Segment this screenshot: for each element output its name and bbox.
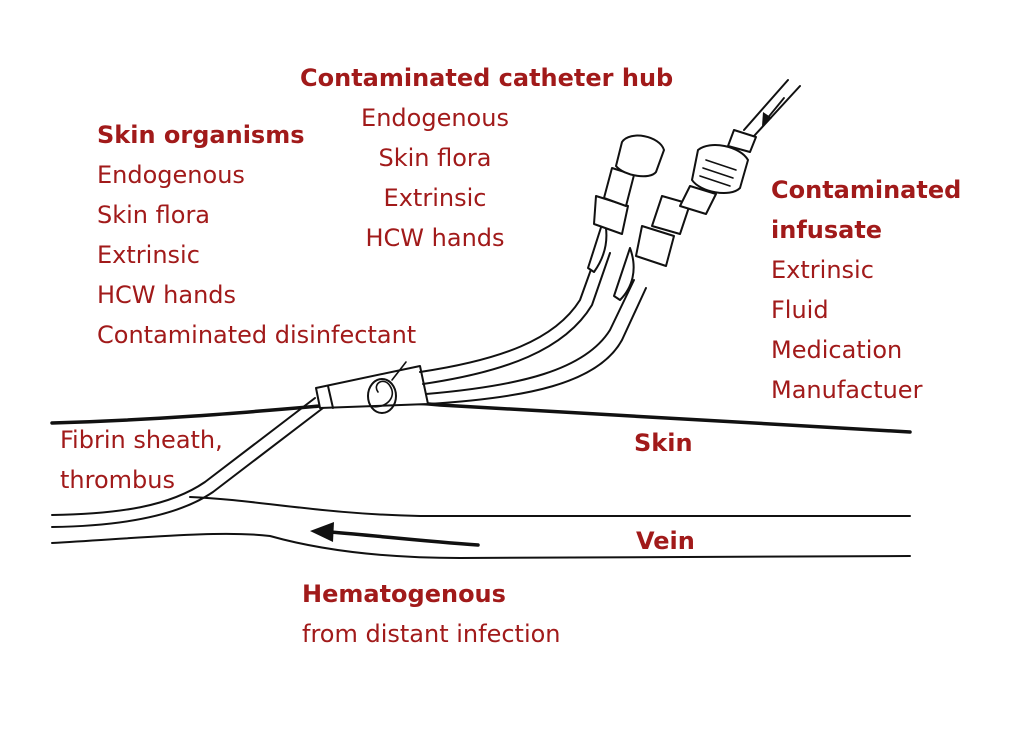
skin-organisms-line-5: Contaminated disinfectant [97,321,417,349]
vein-upper-wall [189,496,911,517]
intravascular-catheter-bottom [51,407,324,528]
suture-loop [367,378,397,414]
label-contaminated-hub: Contaminated catheter hub Endogenous Ski… [300,58,674,258]
infusate-title-2: infusate [771,216,883,244]
blood-flow-arrow [328,530,480,547]
skin-organisms-title: Skin organisms [97,121,305,149]
infusion-line-bottom [753,85,801,137]
label-hematogenous: Hematogenous from distant infection [302,574,561,654]
infusate-line-1: Extrinsic [771,256,874,284]
infusate-line-3: Medication [771,336,903,364]
infusion-line-collar [727,129,757,153]
infusate-line-2: Fluid [771,296,829,324]
intravascular-catheter-top [51,397,316,516]
extension-tube-2b [427,287,647,405]
extension-tube-1b [422,252,611,385]
vein-lower-wall [51,532,911,559]
suture-thread [369,380,394,408]
fibrin-line-2: thrombus [60,466,175,494]
skin-label: Skin [634,429,693,457]
label-skin: Skin [634,423,693,463]
infusion-line-adapter [679,185,717,215]
hematogenous-title: Hematogenous [302,580,506,608]
hub-line-1: Endogenous [361,104,509,132]
left-lumen-cap [615,134,665,178]
skin-organisms-line-2: Skin flora [97,201,211,229]
hematogenous-line: from distant infection [302,620,561,648]
label-contaminated-infusate: Contaminated infusate Extrinsic Fluid Me… [771,170,961,410]
extension-tube-1a [419,249,599,373]
catheter-body-ring [327,385,334,409]
skin-organisms-line-1: Endogenous [97,161,245,189]
infusate-title-1: Contaminated [771,176,962,204]
fibrin-line-1: Fibrin sheath, [60,426,223,454]
blood-flow-arrowhead [310,522,334,542]
label-skin-organisms: Skin organisms Endogenous Skin flora Ext… [97,115,416,355]
label-vein: Vein [636,521,695,561]
skin-organisms-line-3: Extrinsic [97,241,200,269]
infusion-flow-arrowhead [762,112,772,126]
infusion-line-top [743,79,789,131]
luer-lock-connector [691,144,749,195]
label-fibrin-sheath: Fibrin sheath, thrombus [60,420,223,500]
luer-lock-grip-lines [699,159,737,187]
hub-title: Contaminated catheter hub [300,64,674,92]
infusate-line-4: Manufactuer [771,376,923,404]
extension-tube-2a [425,279,635,395]
hub-line-3: Extrinsic [383,184,487,212]
skin-organisms-line-4: HCW hands [97,281,237,309]
hub-line-4: HCW hands [365,224,505,252]
vein-label: Vein [636,527,695,555]
suture-tail [391,361,407,381]
right-lumen-clamp [613,247,635,301]
catheter-body [315,365,429,409]
right-lumen-hub-base [635,225,675,267]
hub-line-2: Skin flora [378,144,492,172]
